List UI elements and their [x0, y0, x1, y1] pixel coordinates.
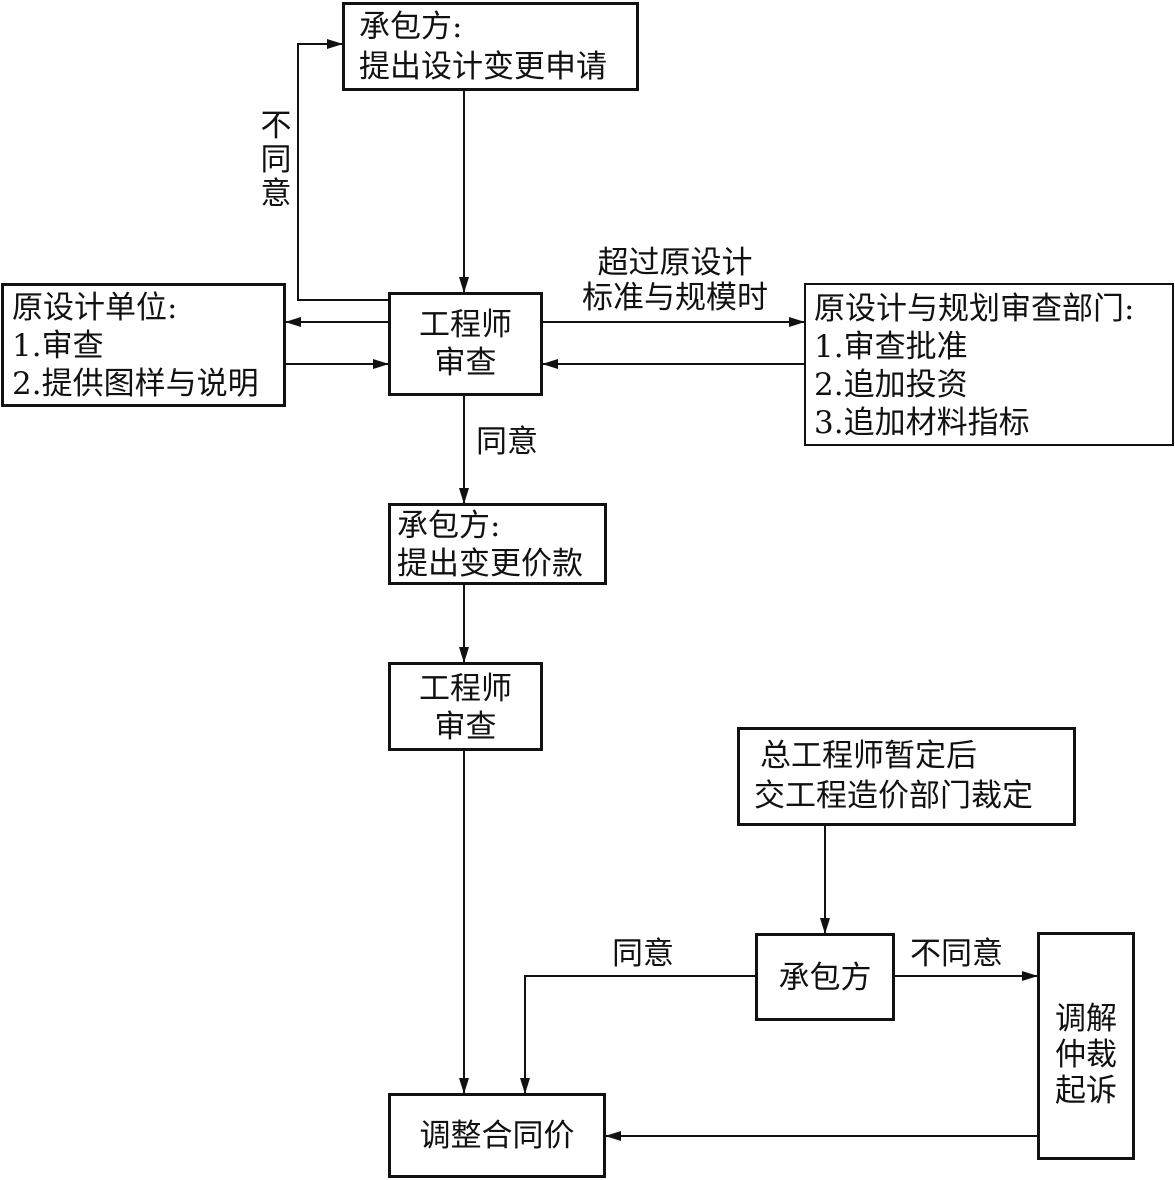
exceed-standard-label-line2: 标准与规模时	[582, 280, 768, 316]
edge-contractor-agree	[520, 975, 755, 1094]
engineer-review-1-line2: 审查	[434, 345, 497, 381]
planning-dept-line1: 原设计与规划审查部门:	[814, 291, 1135, 327]
dispute-line3: 起诉	[1055, 1073, 1117, 1109]
design-unit-line3: 2.提供图样与说明	[12, 366, 259, 402]
engineer-review-2-line1: 工程师	[419, 671, 512, 707]
adjust-price-label: 调整合同价	[419, 1118, 575, 1154]
engineer-review-2-line2: 审查	[434, 709, 497, 745]
design-unit-line2: 1.审查	[12, 328, 104, 364]
exceed-standard-label-line1: 超过原设计	[597, 245, 753, 281]
agree-label-1: 同意	[476, 424, 538, 460]
dispute-line2: 仲裁	[1055, 1037, 1117, 1073]
edge-disagree-loop	[297, 39, 388, 301]
dispute-line1: 调解	[1055, 1001, 1117, 1037]
planning-dept-line4: 3.追加材料指标	[814, 405, 1030, 441]
contractor-price-line1: 承包方:	[397, 508, 501, 544]
planning-dept-line2: 1.审查批准	[814, 329, 968, 365]
disagree-label-2: 不同意	[910, 936, 1003, 972]
dispute-box: 调解 仲裁 起诉	[1037, 932, 1135, 1160]
contractor-label: 承包方	[778, 960, 872, 996]
chief-engineer-box: 总工程师暂定后 交工程造价部门裁定	[737, 727, 1076, 826]
chief-engineer-line1: 总工程师暂定后	[760, 738, 977, 774]
agree-label-2: 同意	[612, 936, 674, 972]
contractor-box: 承包方	[755, 933, 895, 1021]
contractor-price-line2: 提出变更价款	[397, 546, 583, 582]
contractor-request-line1: 承包方:	[359, 9, 463, 45]
chief-engineer-line2: 交工程造价部门裁定	[754, 778, 1033, 814]
engineer-review-box-2: 工程师 审查	[388, 662, 543, 751]
adjust-price-box: 调整合同价	[388, 1093, 606, 1178]
design-unit-line1: 原设计单位:	[12, 290, 178, 326]
planning-dept-box: 原设计与规划审查部门: 1.审查批准 2.追加投资 3.追加材料指标	[804, 283, 1174, 446]
contractor-request-box: 承包方: 提出设计变更申请	[342, 2, 639, 91]
planning-dept-line3: 2.追加投资	[814, 367, 968, 403]
contractor-price-box: 承包方: 提出变更价款	[388, 503, 607, 585]
disagree-label-char-3: 意	[260, 176, 292, 212]
contractor-request-line2: 提出设计变更申请	[359, 49, 607, 85]
engineer-review-box-1: 工程师 审查	[388, 292, 543, 396]
disagree-label-char-1: 不	[260, 108, 292, 144]
engineer-review-1-line1: 工程师	[419, 307, 512, 343]
original-design-unit-box: 原设计单位: 1.审查 2.提供图样与说明	[1, 283, 286, 407]
disagree-label-char-2: 同	[260, 142, 292, 178]
